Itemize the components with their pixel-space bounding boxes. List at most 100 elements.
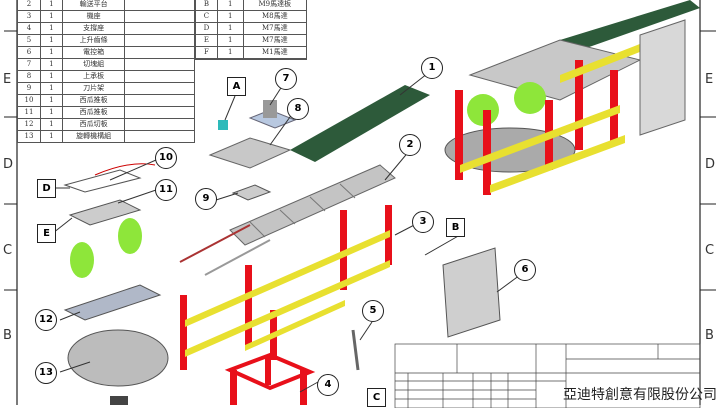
balloon-3: 3 [412, 211, 434, 233]
bom-divider [195, 59, 307, 60]
balloon-9: 9 [195, 188, 217, 210]
bom-cell-qty: 1 [216, 22, 244, 35]
zone-label-d-left: D [3, 157, 14, 172]
bom-cell-no: B [195, 0, 218, 11]
bom-cell-note [124, 70, 195, 83]
part-4-support [224, 352, 316, 405]
balloon-12: 12 [35, 309, 57, 331]
bom-cell-no: F [195, 46, 218, 59]
bom-cell-name: 西瓜推板 [61, 94, 126, 107]
callout-a: A [227, 77, 246, 96]
bom-cell-name: 上升齒條 [61, 34, 126, 47]
assembly-view [444, 0, 700, 195]
bom-cell-qty: 1 [216, 34, 244, 47]
bom-cell-no: 7 [17, 58, 41, 71]
balloon-1: 1 [421, 57, 443, 79]
company-name: 亞迪特創意有限股份公司 [563, 387, 717, 403]
bom-cell-name: 刀片架 [61, 82, 126, 95]
callout-b: B [446, 218, 465, 237]
balloon-2: 2 [399, 134, 421, 156]
bom-cell-qty: 1 [39, 118, 63, 131]
bom-cell-no: 12 [17, 118, 41, 131]
bom-cell-name: 機座 [61, 10, 126, 23]
title-block [394, 343, 701, 408]
callout-e: E [37, 224, 56, 243]
bom-cell-name: M9馬達板 [242, 0, 308, 11]
bom-cell-no: 8 [17, 70, 41, 83]
balloon-8: 8 [287, 98, 309, 120]
bom-cell-qty: 1 [39, 106, 63, 119]
balloon-4: 4 [317, 374, 339, 396]
bom-cell-qty: 1 [39, 70, 63, 83]
zone-ticks [4, 30, 716, 291]
bom-cell-qty: 1 [39, 94, 63, 107]
bom-cell-no: 3 [17, 10, 41, 23]
bom-cell-name: 輸送平台 [61, 0, 126, 11]
zone-label-c-right: C [705, 243, 715, 258]
part-3-frame [180, 205, 392, 370]
balloon-10: 10 [155, 147, 177, 169]
bom-cell-no: 9 [17, 82, 41, 95]
bom-cell-no: 2 [17, 0, 41, 11]
balloon-13: 13 [35, 362, 57, 384]
part-6-cabinet [442, 247, 501, 338]
bom-cell-note [124, 106, 195, 119]
balloon-5: 5 [362, 300, 384, 322]
bom-cell-name: 電控箱 [61, 46, 126, 59]
leader-lines [52, 69, 521, 393]
motor-f [110, 396, 128, 405]
bom-cell-qty: 1 [216, 0, 244, 11]
bom-cell-note [124, 46, 195, 59]
bom-cell-qty: 1 [39, 22, 63, 35]
bom-cell-qty: 1 [216, 46, 244, 59]
part-2-conveyor [179, 164, 396, 276]
part-5-rack [351, 329, 360, 371]
bom-cell-note [124, 34, 195, 47]
bom-cell-note [124, 10, 195, 23]
part-13-rotary-plate [67, 329, 169, 387]
bom-cell-no: C [195, 10, 218, 23]
parts-7-8-9 [208, 100, 297, 201]
bom-cell-name: M8馬達 [242, 10, 308, 23]
zone-label-b-left: B [3, 328, 12, 343]
bom-cell-qty: 1 [39, 10, 63, 23]
bom-cell-note [124, 0, 195, 11]
zone-label-c-left: C [3, 243, 13, 258]
bom-cell-name: 上承板 [61, 70, 126, 83]
bom-cell-no: 11 [17, 106, 41, 119]
bom-cell-qty: 1 [216, 10, 244, 23]
bom-cell-qty: 1 [39, 82, 63, 95]
parts-10-11-pushers [63, 163, 156, 226]
bom-cell-name: M7馬達 [242, 34, 308, 47]
bom-cell-no: 6 [17, 46, 41, 59]
bom-cell-qty: 1 [39, 58, 63, 71]
zone-label-e-right: E [705, 72, 714, 87]
bom-cell-name: 旋轉機構組 [61, 130, 126, 143]
bom-cell-qty: 1 [39, 46, 63, 59]
bom-cell-name: 西瓜推板 [61, 106, 126, 119]
bom-cell-note [124, 118, 195, 131]
bom-cell-name: 切塊組 [61, 58, 126, 71]
callout-d: D [37, 179, 56, 198]
balloon-7: 7 [275, 68, 297, 90]
bom-cell-no: 4 [17, 22, 41, 35]
bom-cell-name: 支撐座 [61, 22, 126, 35]
bom-cell-note [124, 22, 195, 35]
bom-cell-qty: 1 [39, 130, 63, 143]
